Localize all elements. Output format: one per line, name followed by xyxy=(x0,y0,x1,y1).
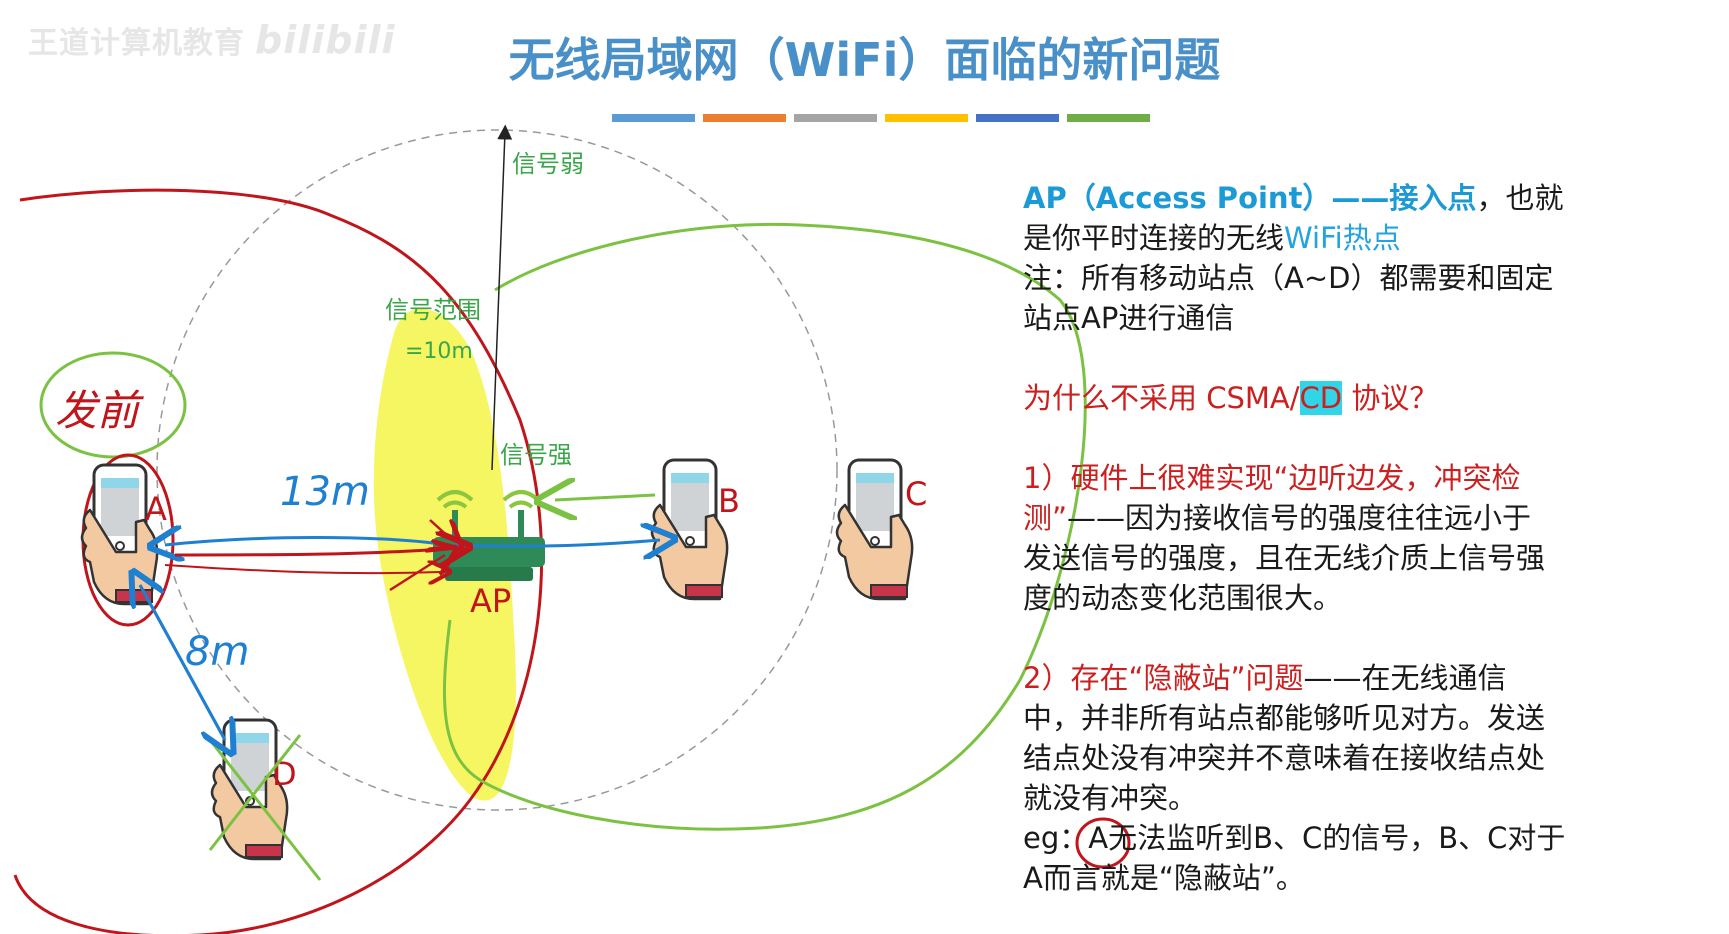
distance-13m: 13m xyxy=(280,469,370,515)
reason-2: 2）存在“隐蔽站”问题——在无线通信 中，并非所有站点都能够听见对方。发送 结点… xyxy=(1023,661,1566,895)
ap-range-circle xyxy=(156,129,838,811)
title-bar-5 xyxy=(976,114,1059,122)
explanation-panel: AP（Access Point）——接入点，也就 是你平时连接的无线WiFi热点… xyxy=(1023,178,1663,898)
d-cross-mark xyxy=(208,734,322,881)
signal-range-value: =10m xyxy=(405,339,473,364)
title-bar-4 xyxy=(885,114,968,122)
example-line-1: eg：A无法监听到B、C的信号，B、C对于 xyxy=(1023,821,1566,855)
weak-signal-label: 信号弱 xyxy=(512,150,584,178)
a-range-loop xyxy=(13,188,543,934)
reason-1: 1）硬件上很难实现“边听边发，冲突检 测”——因为接收信号的强度往往远小于 发送… xyxy=(1023,461,1546,615)
send-note-text: 发前 xyxy=(55,386,144,435)
cd-highlight: CD xyxy=(1299,381,1343,415)
b-to-ap-arrow xyxy=(555,495,656,500)
title-bar-1 xyxy=(612,114,695,122)
why-question: 为什么不采用 CSMA/CD 协议？ xyxy=(1023,381,1439,415)
slide-title: 无线局域网（WiFi）面临的新问题 xyxy=(508,33,1221,87)
distance-8m: 8m xyxy=(185,629,249,675)
station-d-label: D xyxy=(272,755,297,793)
phone-b-icon xyxy=(650,458,729,601)
watermark: 王道计算机教育 bilibili xyxy=(28,18,396,62)
station-b-label: B xyxy=(718,482,740,520)
station-c-label: C xyxy=(905,475,927,513)
b-range-loop xyxy=(442,222,1087,831)
title-underline-bars xyxy=(612,114,1150,122)
title-bar-6 xyxy=(1067,114,1150,122)
ap-to-b-arrow xyxy=(454,540,660,546)
phone-a-icon xyxy=(80,463,159,606)
station-a-label: A xyxy=(145,490,167,528)
signal-arrow xyxy=(491,124,513,471)
ap-term: AP（Access Point）——接入点 xyxy=(1023,181,1477,215)
a-to-ap-arrow xyxy=(174,548,455,555)
ap-definition: AP（Access Point）——接入点，也就 是你平时连接的无线WiFi热点 xyxy=(1023,181,1564,255)
signal-range-label: 信号范围 xyxy=(385,296,481,324)
watermark-text: 王道计算机教育 xyxy=(28,26,245,61)
ap-label: AP xyxy=(470,582,511,620)
send-note-circle xyxy=(39,351,187,459)
phone-c-icon xyxy=(835,458,914,601)
strong-signal-label: 信号强 xyxy=(500,441,572,469)
title-bar-2 xyxy=(703,114,786,122)
note-paragraph: 注：所有移动站点（A~D）都需要和固定 站点AP进行通信 xyxy=(1023,261,1554,335)
bilibili-logo: bilibili xyxy=(255,18,396,62)
title-bar-3 xyxy=(794,114,877,122)
wifi-hotspot-term: WiFi热点 xyxy=(1284,221,1401,255)
example-line-2: A而言就是“隐蔽站”。 xyxy=(1023,861,1305,895)
ap-to-a-arrow xyxy=(165,538,449,546)
a-text-circle xyxy=(1075,817,1131,869)
